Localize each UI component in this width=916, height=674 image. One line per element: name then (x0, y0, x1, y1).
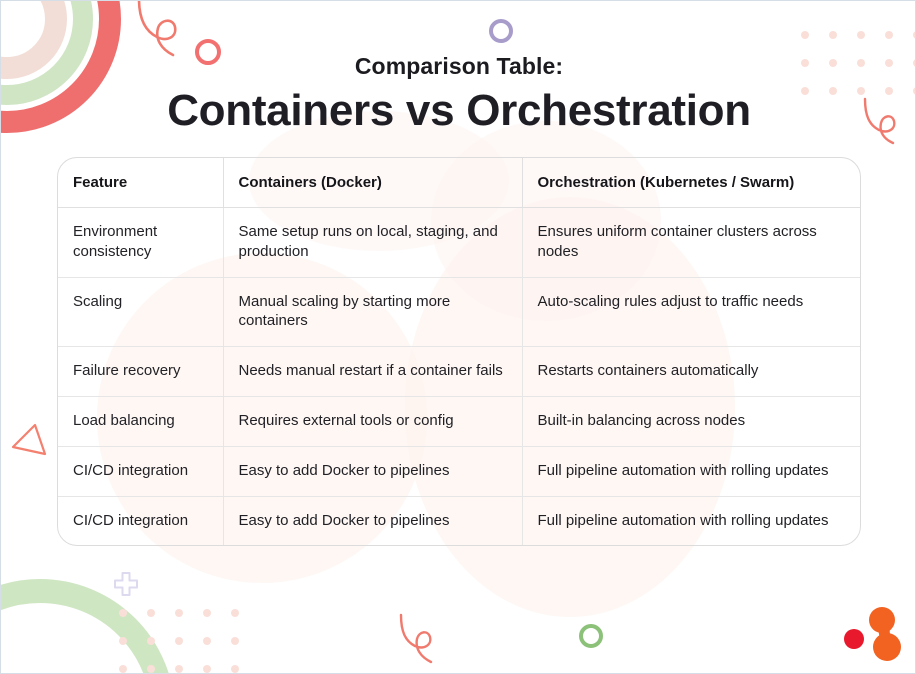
table-cell-containers: Easy to add Docker to pipelines (223, 446, 523, 497)
table-header: Feature Containers (Docker) Orchestratio… (58, 158, 860, 208)
page-kicker: Comparison Table: (354, 53, 564, 79)
table-cell-orchestration: Auto-scaling rules adjust to traffic nee… (522, 277, 860, 348)
coral-ring-icon (195, 39, 221, 65)
table-cell-feature: Environment consistency (58, 207, 224, 278)
squiggle-icon (137, 1, 177, 57)
triangle-icon (11, 423, 47, 456)
table-cell-feature: Scaling (58, 277, 224, 348)
table-cell-orchestration: Restarts containers automatically (522, 346, 860, 397)
dot-grid-decoration (119, 609, 239, 673)
squiggle-icon (399, 613, 433, 664)
green-ring-icon (579, 624, 603, 648)
dot-grid-decoration (801, 31, 915, 95)
column-header-feature: Feature (58, 158, 224, 208)
column-header-orchestration: Orchestration (Kubernetes / Swarm) (522, 158, 860, 208)
table-cell-containers: Easy to add Docker to pipelines (223, 496, 523, 546)
heading-block: Comparison Table: Containers vs Orchestr… (1, 53, 915, 136)
table-header-row: Feature Containers (Docker) Orchestratio… (58, 158, 860, 208)
plus-icon (114, 572, 138, 596)
table-cell-orchestration: Full pipeline automation with rolling up… (522, 446, 860, 497)
table-cell-containers: Manual scaling by starting more containe… (223, 277, 523, 348)
purple-ring-icon (489, 19, 513, 43)
squiggle-icon (863, 97, 896, 145)
page-title: Containers vs Orchestration (167, 86, 751, 135)
table-cell-feature: Load balancing (58, 396, 224, 447)
table-cell-feature: CI/CD integration (58, 496, 224, 546)
table-cell-containers: Needs manual restart if a container fail… (223, 346, 523, 397)
table-cell-feature: CI/CD integration (58, 446, 224, 497)
table-cell-orchestration: Built-in balancing across nodes (522, 396, 860, 447)
table-cell-orchestration: Ensures uniform container clusters acros… (522, 207, 860, 278)
table-cell-feature: Failure recovery (58, 346, 224, 397)
concentric-arcs-decoration (1, 1, 123, 135)
column-header-containers: Containers (Docker) (223, 158, 523, 208)
comparison-table-container: Feature Containers (Docker) Orchestratio… (57, 157, 861, 547)
molecule-logo-icon (844, 607, 901, 661)
table-cell-containers: Same setup runs on local, staging, and p… (223, 207, 523, 278)
comparison-table: Feature Containers (Docker) Orchestratio… (58, 158, 860, 546)
table-cell-orchestration: Full pipeline automation with rolling up… (537, 511, 829, 529)
table-cell-containers: Requires external tools or config (223, 396, 523, 447)
